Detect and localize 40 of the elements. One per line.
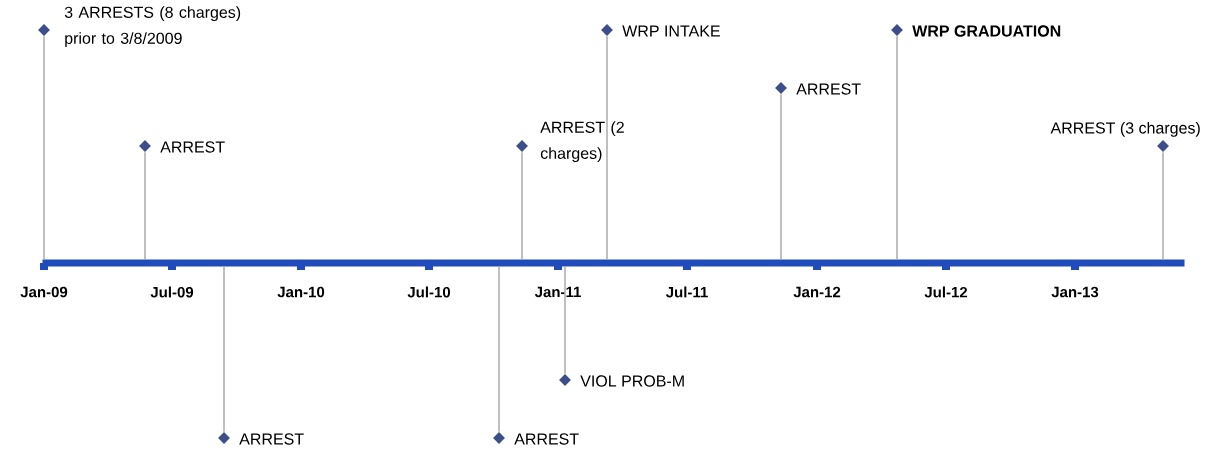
event-label: WRP INTAKE: [622, 25, 720, 37]
event-marker: [891, 24, 903, 36]
stem-line: [521, 151, 523, 261]
stem-line: [1162, 151, 1164, 261]
stem-line: [896, 35, 898, 261]
tick-label: Jan-12: [793, 286, 841, 298]
event-marker: [775, 82, 787, 94]
event-label: ARREST (2 charges): [540, 121, 624, 163]
event-label: ARREST: [514, 433, 579, 445]
event-label: WRP GRADUATION: [912, 25, 1061, 37]
tick-label: Jan-09: [20, 286, 68, 298]
tick-label: Jul-12: [924, 286, 968, 298]
tick-label: Jan-10: [277, 286, 325, 298]
stem-line: [43, 35, 45, 261]
stem-line: [223, 265, 225, 433]
event-label: ARREST: [160, 141, 225, 153]
event-label: 3 ARRESTS (8 charges) prior to 3/8/2009: [64, 6, 241, 48]
event-marker: [139, 140, 151, 152]
stem-line: [564, 265, 566, 375]
tick-label: Jul-11: [665, 286, 708, 298]
event-label: VIOL PROB-M: [580, 375, 684, 387]
event-label: ARREST: [239, 433, 304, 445]
stem-line: [780, 93, 782, 261]
tick-label: Jan-13: [1051, 286, 1099, 298]
tick-label: Jul-09: [150, 286, 194, 298]
tick-label: Jul-10: [407, 286, 451, 298]
event-marker: [1157, 140, 1169, 152]
event-label: ARREST (3 charges): [1050, 121, 1200, 137]
event-marker: [601, 24, 613, 36]
event-marker: [493, 432, 505, 444]
timeline-bar: [42, 259, 1185, 267]
tick-label: Jan-11: [534, 286, 581, 298]
event-marker: [559, 374, 571, 386]
event-marker: [218, 432, 230, 444]
event-marker: [516, 140, 528, 152]
stem-line: [606, 35, 608, 261]
event-label: ARREST: [796, 83, 861, 95]
stem-line: [498, 265, 500, 433]
event-marker: [38, 24, 50, 36]
stem-line: [144, 151, 146, 261]
